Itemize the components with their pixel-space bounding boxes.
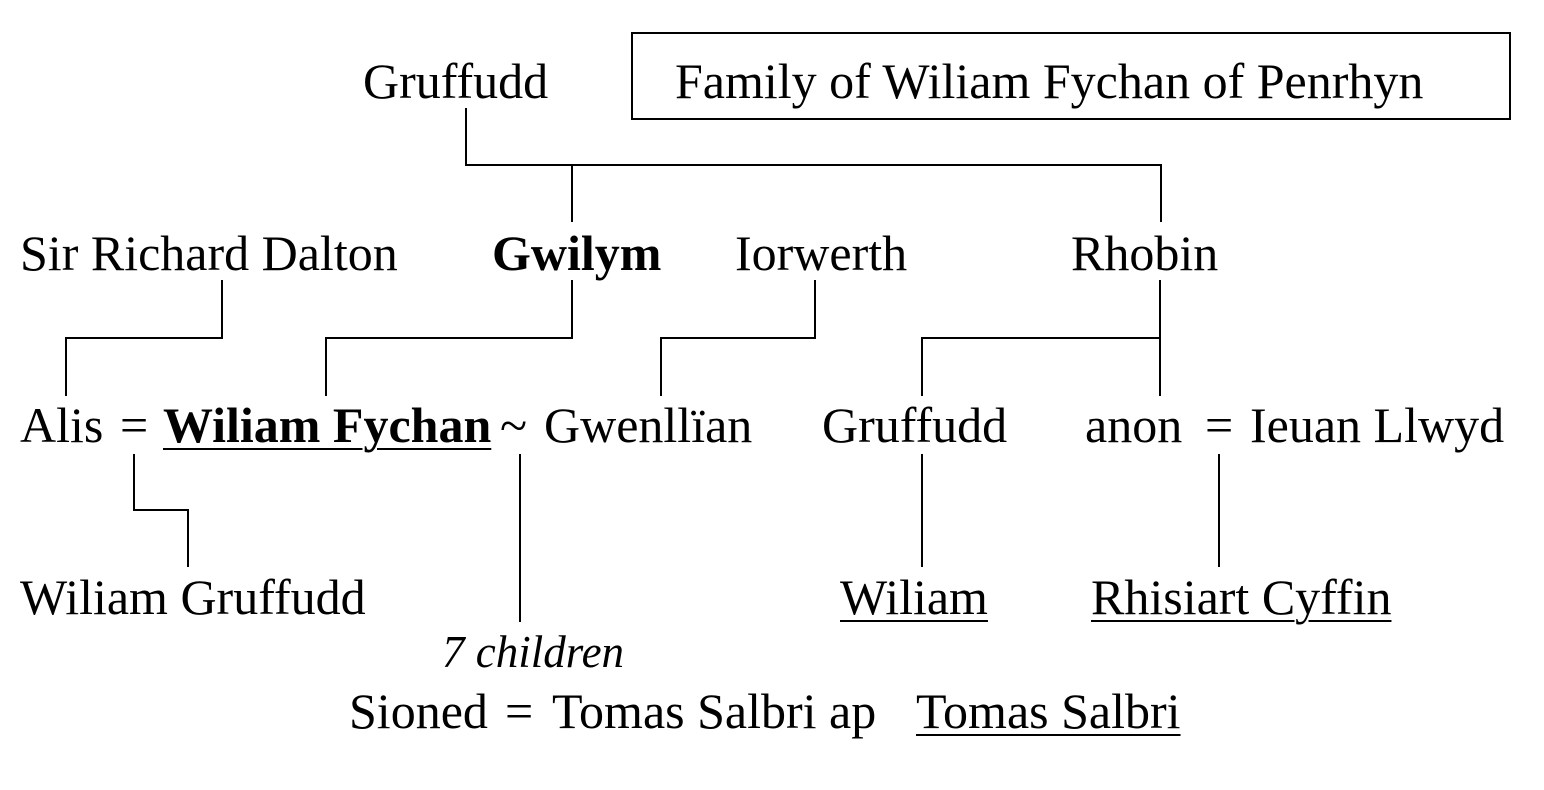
marriage-symbol-anon: = [1205,397,1234,453]
person-gruffudd-top: Gruffudd [363,53,549,109]
person-ieuan-llwyd: Ieuan Llwyd [1250,397,1505,453]
person-sir-richard-dalton: Sir Richard Dalton [20,225,398,281]
line-gwilym-wiliam [325,280,573,396]
person-gwenllian: Gwenllïan [544,397,753,453]
line-gruffudd-children [465,108,1162,222]
union-symbol: ~ [500,397,528,453]
marriage-symbol-sioned: = [505,683,534,739]
person-gwilym: Gwilym [492,225,662,281]
person-rhisiart-cyffin: Rhisiart Cyffin [1091,569,1392,625]
title-box [631,32,1511,120]
line-rhobin-gruffudd [921,337,1160,396]
person-sioned: Sioned [349,683,488,739]
line-dalton-alis [65,280,223,396]
person-wiliam-gruffudd: Wiliam Gruffudd [20,569,366,625]
person-iorwerth: Iorwerth [735,225,908,281]
person-alis: Alis [20,397,104,453]
person-tomas-salbri: Tomas Salbri [916,683,1181,739]
children-note: 7 children [442,627,625,677]
diagram-title: Family of Wiliam Fychan of Penrhyn [675,53,1424,109]
person-gruffudd-mid: Gruffudd [822,397,1008,453]
person-tomas-salbri-ap: Tomas Salbri ap [552,683,877,739]
line-alis-wiliam-gruffudd [133,454,189,567]
marriage-symbol-alis: = [120,397,149,453]
person-wiliam-fychan: Wiliam Fychan [163,397,492,453]
person-rhobin: Rhobin [1071,225,1219,281]
person-wiliam: Wiliam [840,569,988,625]
line-iorwerth-gwenllian [660,280,816,396]
person-anon: anon [1085,397,1183,453]
